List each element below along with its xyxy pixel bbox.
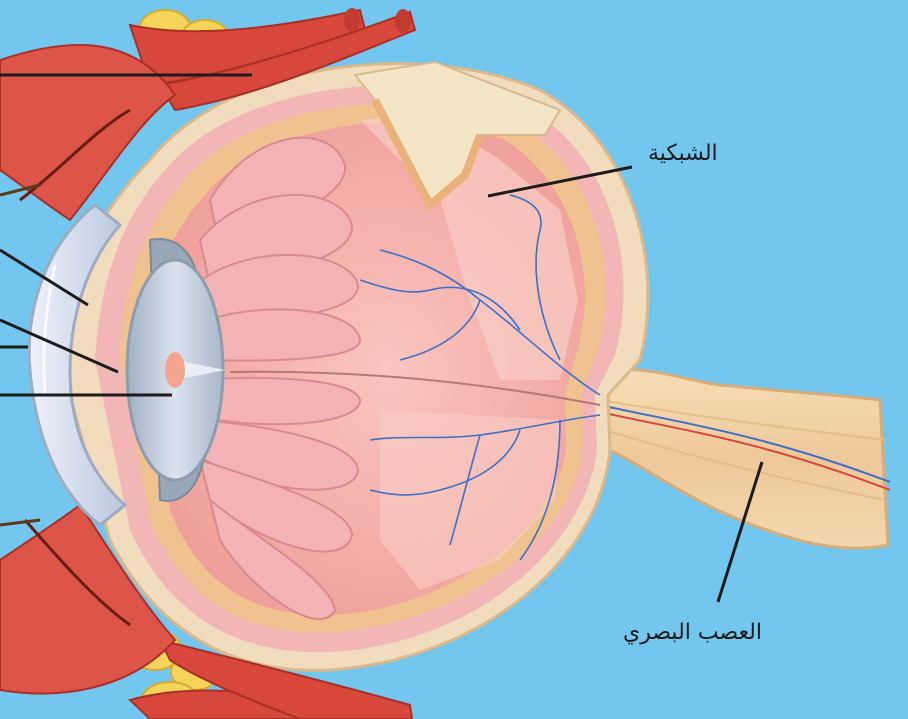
pupil-highlight	[165, 352, 185, 388]
optic-nerve	[585, 370, 890, 549]
label-optic-nerve: العصب البصري	[623, 620, 762, 645]
label-retina: الشبكية	[648, 141, 718, 166]
